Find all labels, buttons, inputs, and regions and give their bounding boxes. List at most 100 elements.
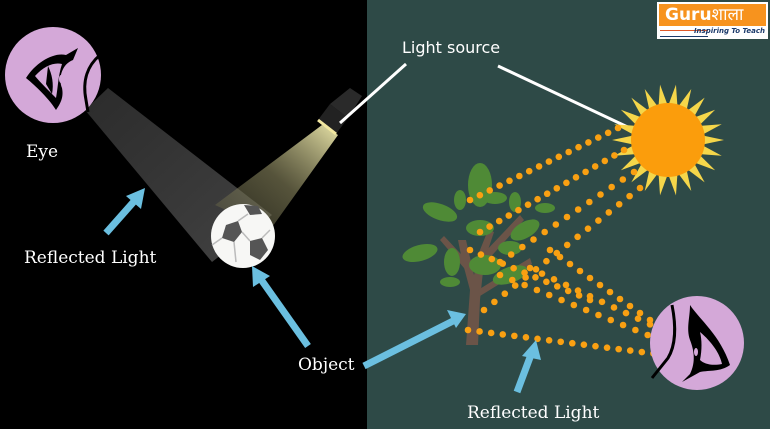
- soccer-ball-object: [211, 204, 275, 268]
- light-dot: [521, 281, 528, 289]
- sun-core: [631, 103, 705, 177]
- light-dot: [626, 347, 634, 354]
- light-dot: [585, 139, 592, 146]
- light-dot: [486, 187, 494, 194]
- light-dot: [586, 198, 593, 206]
- sun-ray: [658, 84, 668, 107]
- light-dot: [595, 217, 602, 224]
- light-dot: [521, 269, 528, 277]
- light-dot: [543, 257, 550, 265]
- light-dot: [596, 281, 604, 289]
- light-dot: [575, 292, 583, 299]
- light-dot: [486, 223, 493, 230]
- light-dot: [595, 311, 602, 319]
- light-dot: [636, 309, 644, 317]
- light-dot: [566, 260, 574, 268]
- light-dot: [572, 174, 580, 181]
- light-dot: [526, 264, 534, 272]
- light-dot: [586, 296, 594, 304]
- light-dot: [506, 177, 513, 185]
- light-source-pointer-torch: [339, 62, 407, 125]
- light-dot: [530, 236, 537, 243]
- light-dot: [644, 331, 651, 339]
- light-dot: [597, 191, 604, 198]
- light-dot: [476, 328, 483, 335]
- light-dot: [546, 246, 554, 254]
- gurushala-logo: Guruशाला Inspiring To Teach: [657, 2, 768, 39]
- light-dot: [555, 153, 563, 161]
- light-dot: [499, 331, 507, 338]
- light-dot: [516, 172, 523, 180]
- light-dot: [507, 251, 515, 258]
- sun-ray: [700, 145, 722, 156]
- light-dot: [541, 228, 548, 236]
- light-dot: [532, 266, 540, 273]
- light-dot: [603, 344, 611, 351]
- light-dot: [480, 306, 488, 314]
- light-dot: [563, 179, 570, 187]
- light-dot: [586, 274, 594, 282]
- sun-ray: [702, 135, 724, 145]
- light-dot: [606, 288, 614, 296]
- label-eye: Eye: [26, 142, 59, 162]
- label-reflected-light-left: Reflected Light: [24, 248, 157, 268]
- label-object: Object: [298, 355, 355, 375]
- light-dot: [592, 342, 599, 350]
- light-dot: [519, 243, 526, 251]
- light-dot: [574, 206, 582, 213]
- light-dot: [576, 267, 584, 275]
- torch-light-beam: [215, 125, 338, 230]
- light-dot: [582, 306, 590, 314]
- light-dot: [464, 326, 472, 334]
- light-dot: [553, 184, 561, 192]
- sun-ray: [700, 124, 722, 135]
- light-dot: [574, 287, 582, 294]
- light-dot: [563, 241, 571, 249]
- light-dot: [533, 286, 541, 294]
- light-dot: [499, 260, 507, 267]
- light-dot: [626, 302, 634, 310]
- light-dot: [565, 148, 572, 156]
- logo-brand: Guruशाला: [659, 4, 766, 26]
- light-dot: [509, 276, 516, 284]
- light-dot: [574, 233, 581, 241]
- light-dot: [550, 275, 558, 283]
- light-dot: [634, 315, 642, 323]
- logo-lines: [660, 30, 708, 37]
- light-dot: [582, 168, 589, 176]
- sun-ray: [668, 173, 678, 196]
- light-dot: [619, 176, 627, 183]
- light-dot: [562, 281, 570, 289]
- light-dot: [632, 326, 639, 334]
- light-dot: [552, 221, 560, 228]
- light-dot: [604, 129, 612, 137]
- arrow-reflected-light-right: [513, 340, 541, 394]
- logo-brand-devanagari: शाला: [711, 5, 744, 25]
- sun-icon: [612, 84, 724, 196]
- light-dot: [477, 251, 485, 258]
- light-dot: [580, 341, 588, 349]
- light-dot: [496, 271, 504, 279]
- light-dot: [466, 246, 474, 254]
- light-dot: [495, 217, 503, 225]
- light-dot: [614, 124, 622, 132]
- light-dot: [543, 278, 550, 286]
- sun-ray: [612, 135, 634, 145]
- light-dot: [491, 298, 498, 306]
- light-dot: [584, 225, 592, 232]
- light-dot: [615, 200, 623, 208]
- light-dot: [496, 182, 503, 189]
- light-dot: [638, 348, 646, 356]
- light-dot: [511, 282, 519, 289]
- sun-ray: [678, 89, 692, 111]
- tree-object: [402, 163, 555, 345]
- sun-ray: [644, 169, 658, 191]
- eye-icon-right: [650, 296, 744, 390]
- label-light-source: Light source: [402, 38, 501, 57]
- light-dot: [570, 301, 578, 309]
- light-dot: [524, 201, 532, 208]
- light-dot: [534, 195, 541, 203]
- light-dot: [591, 163, 599, 170]
- sun-ray: [658, 173, 668, 196]
